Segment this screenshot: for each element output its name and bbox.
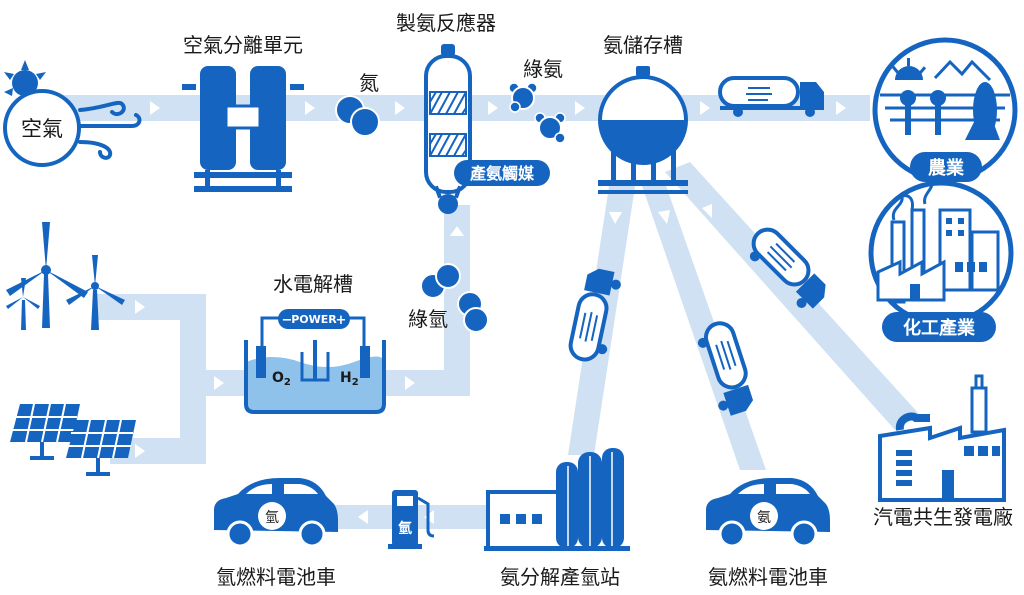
air-circle — [3, 89, 81, 167]
arrow-right-icon — [150, 101, 160, 115]
arrow-down-icon — [702, 204, 712, 218]
arrow-down-icon — [658, 210, 670, 224]
green-hydrogen-label: 綠氫 — [408, 307, 448, 331]
ammonia-molecule-icon — [508, 82, 538, 113]
factory-icon — [876, 179, 1000, 304]
ammonia-reactor: 製氨反應器 產氨觸媒 — [396, 11, 550, 214]
chemical-industry-tag — [882, 312, 996, 342]
green-hydrogen-molecules: 綠氫 — [408, 263, 489, 333]
chemical-industry-node: 化工產業 — [868, 179, 1014, 342]
agriculture-node: 農業 — [872, 37, 1018, 183]
arrow-up-icon — [450, 226, 464, 236]
wind-turbine-icon — [66, 255, 125, 330]
wind-turbines — [6, 222, 125, 330]
wind-turbine-icon — [6, 222, 88, 328]
catalyst-label: 產氨觸媒 — [470, 164, 535, 183]
car-icon — [706, 478, 830, 548]
arrow-right-icon — [395, 101, 405, 115]
arrow-right-icon — [488, 101, 498, 115]
spherical-tank-icon — [598, 66, 688, 194]
solar-panel-icon — [66, 419, 136, 476]
arrow-down-icon — [609, 212, 622, 224]
storage-label: 氨儲存槽 — [603, 33, 683, 57]
arrow-right-icon — [700, 101, 710, 115]
hydrogen-label: H2 — [340, 370, 359, 388]
power-plant-icon — [878, 374, 1006, 502]
green-ammonia-label: 綠氨 — [523, 57, 563, 81]
tanker-truck-icon — [697, 321, 754, 416]
hydrogen-pump-icon: 氫 — [388, 490, 435, 549]
arrow-right-icon — [214, 376, 224, 390]
cogeneration-plant: 汽電共生發電廠 — [873, 374, 1013, 529]
arrow-right-icon — [305, 101, 315, 115]
nitrogen-molecule: 氮 — [335, 71, 380, 137]
sun-icon — [4, 60, 46, 96]
arrow-right-icon — [135, 444, 145, 458]
pump-badge: 氫 — [398, 520, 412, 537]
wind-turbine-icon — [6, 278, 40, 330]
ammonia-storage-tank: 氨儲存槽 — [598, 33, 688, 194]
car-icon — [214, 478, 338, 548]
chemical-industry-label: 化工產業 — [903, 317, 976, 339]
air-separation-unit: 空氣分離單元 — [182, 33, 304, 192]
arrow-right-icon — [575, 101, 585, 115]
cracking-station-label: 氨分解產氫站 — [500, 565, 620, 589]
arrow-right-icon — [135, 300, 145, 314]
power-minus: − — [282, 313, 293, 328]
storage-to-plant-band — [665, 162, 920, 430]
ammonia-cracking-station: 氨分解產氫站 — [484, 448, 630, 589]
cogeneration-label: 汽電共生發電廠 — [873, 505, 1013, 529]
power-label: POWER — [291, 313, 337, 326]
electrolyzer-label: 水電解槽 — [273, 272, 353, 296]
station-building-icon — [484, 448, 630, 551]
air-label: 空氣 — [21, 117, 63, 141]
agriculture-label: 農業 — [928, 157, 965, 179]
agriculture-tag — [910, 152, 982, 182]
farm-icon — [880, 58, 1010, 140]
oxygen-label: O2 — [272, 370, 291, 388]
hydrogen-car-label: 氫燃料電池車 — [216, 565, 336, 589]
electrolyzer: 水電解槽 − POWER + O2 H2 — [244, 272, 386, 414]
reactor-vessel-icon — [424, 44, 472, 214]
wind-gust-icon — [78, 100, 142, 160]
separation-tower-icon — [182, 66, 304, 192]
ammonia-car-badge: 氨 — [757, 510, 771, 526]
power-supply: − POWER + — [260, 309, 366, 348]
nitrogen-label: 氮 — [359, 71, 379, 95]
arrow-right-icon — [405, 376, 415, 390]
solar-panels — [10, 403, 136, 476]
ammonia-fuel-cell-car: 氨 氨燃料電池車 — [706, 478, 830, 589]
green-ammonia-molecules: 綠氨 — [508, 57, 566, 144]
power-plus: + — [336, 313, 347, 328]
flow-arrows — [135, 101, 846, 524]
catalyst-tag: 產氨觸媒 — [454, 160, 550, 186]
hydrogen-fuel-cell-car: 氫 氫燃料電池車 — [214, 478, 338, 589]
arrow-right-icon — [836, 101, 846, 115]
hydrogen-car-badge: 氫 — [265, 510, 279, 526]
electrolysis-tank-icon — [244, 340, 386, 414]
ammonia-car-label: 氨燃料電池車 — [708, 565, 828, 589]
ammonia-molecule-icon — [534, 112, 566, 144]
solar-panel-icon — [10, 403, 80, 460]
air-node: 空氣 — [3, 60, 142, 167]
arrow-left-icon — [358, 510, 368, 524]
air-separation-label: 空氣分離單元 — [183, 33, 303, 57]
storage-to-car-band — [640, 180, 766, 470]
tanker-truck-icon — [718, 76, 824, 117]
reactor-label: 製氨反應器 — [396, 11, 496, 35]
